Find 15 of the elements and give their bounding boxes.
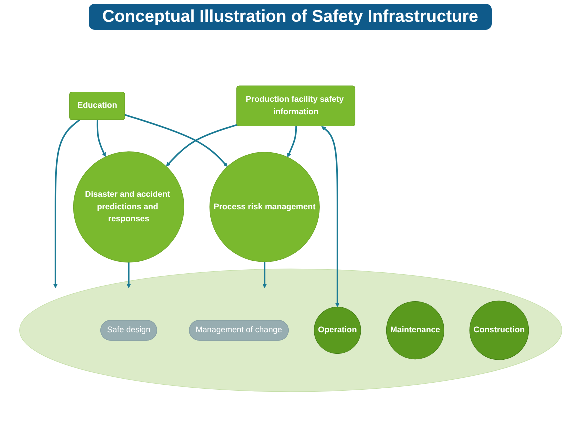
arrow	[124, 114, 228, 168]
title-banner: Conceptual Illustration of Safety Infrastructure	[88, 4, 492, 30]
arrow	[52, 119, 80, 288]
cluster	[19, 268, 562, 392]
arrow	[96, 120, 106, 158]
node-circle: Disaster and accident predictions and responses	[72, 152, 184, 263]
node-circle: Operation	[314, 307, 361, 354]
node-circle: Maintenance	[386, 302, 444, 360]
arrow	[166, 124, 238, 167]
arrow	[321, 126, 340, 308]
node-circle: Construction	[469, 300, 529, 360]
node-circle: Process risk management	[209, 152, 320, 262]
arrow	[286, 126, 297, 158]
arrow	[262, 262, 267, 288]
arrow	[126, 262, 131, 288]
